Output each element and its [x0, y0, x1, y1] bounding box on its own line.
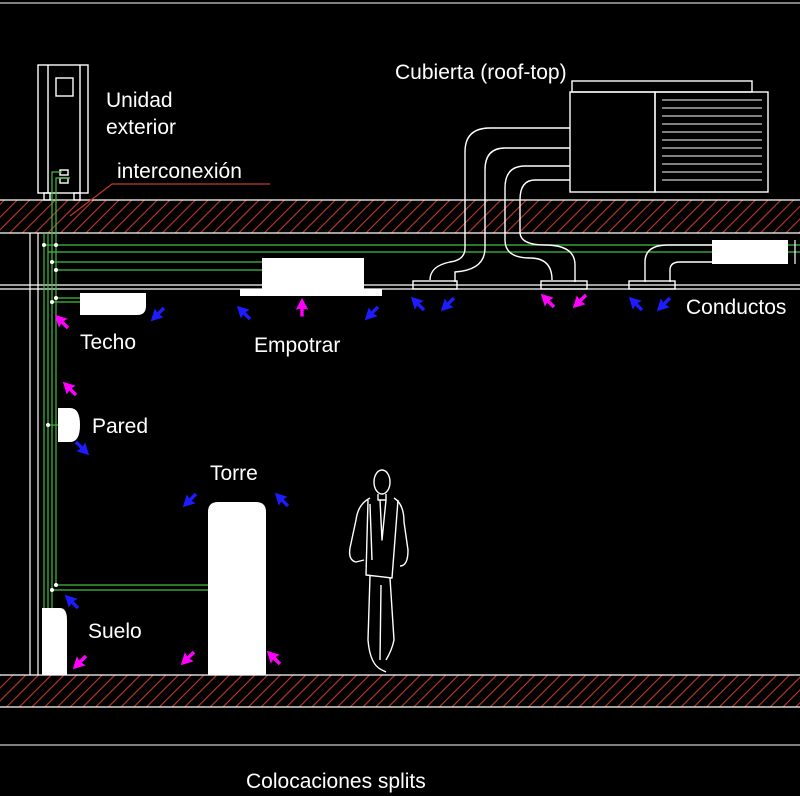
duct-unit — [712, 240, 788, 264]
supply-arrow — [54, 314, 70, 330]
supply-arrow — [291, 297, 313, 319]
return-arrow — [74, 440, 90, 456]
return-arrow — [364, 305, 380, 321]
ceiling-unit — [80, 293, 146, 315]
label-torre: Torre — [210, 462, 258, 485]
floor-unit — [42, 608, 67, 675]
rooftop-ducts — [412, 127, 712, 290]
label-conductos: Conductos — [686, 296, 786, 319]
supply-arrow — [572, 293, 588, 309]
return-arrow — [628, 296, 644, 312]
return-arrow — [656, 296, 672, 312]
outdoor-unit — [37, 64, 89, 201]
label-pared: Pared — [92, 415, 148, 438]
interconnection-leader — [69, 183, 270, 217]
label-unidad-exterior-2: exterior — [106, 116, 176, 139]
roof-slab — [0, 199, 800, 234]
interconnection-pipes — [43, 171, 800, 665]
label-unidad-exterior-1: Unidad — [106, 89, 173, 112]
wall-unit — [58, 408, 80, 442]
airflow-arrows — [54, 293, 672, 670]
label-empotrar: Empotrar — [254, 334, 340, 357]
rooftop-unit — [569, 80, 769, 193]
return-arrow — [150, 306, 166, 322]
return-arrow — [274, 492, 290, 508]
cassette-unit — [240, 258, 382, 296]
return-arrow — [64, 594, 80, 610]
false-ceiling — [0, 284, 800, 290]
person-figure — [348, 469, 409, 673]
tower-unit — [208, 502, 266, 675]
supply-arrow — [266, 650, 282, 666]
supply-arrow — [62, 381, 78, 397]
diagram-title: Colocaciones splits — [246, 770, 426, 793]
supply-arrow — [72, 654, 88, 670]
supply-arrow — [180, 650, 196, 666]
pipe-junction-dots — [42, 243, 58, 592]
return-arrow — [236, 305, 252, 321]
supply-arrow — [540, 293, 556, 309]
floor-slab — [0, 674, 800, 708]
label-cubierta: Cubierta (roof-top) — [395, 61, 567, 84]
label-techo: Techo — [80, 331, 136, 354]
return-arrow — [440, 296, 456, 312]
label-suelo: Suelo — [88, 620, 142, 643]
left-wall — [29, 233, 39, 675]
return-arrow — [410, 296, 426, 312]
return-arrow — [182, 492, 198, 508]
label-interconexion: interconexión — [117, 160, 242, 183]
